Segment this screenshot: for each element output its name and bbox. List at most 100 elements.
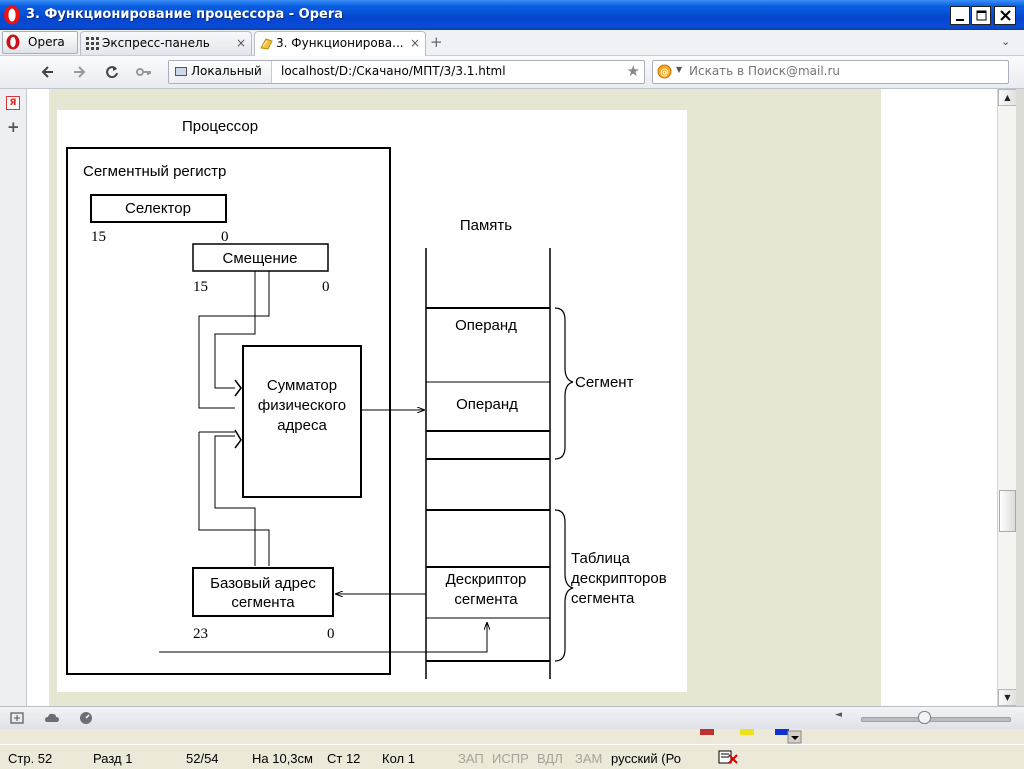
word-toolbar-icons bbox=[0, 729, 1024, 744]
base-address-box bbox=[192, 567, 334, 617]
offset-path-inner bbox=[198, 271, 270, 409]
offset-path-outer bbox=[214, 271, 256, 389]
grid-icon bbox=[86, 37, 99, 50]
adder-label-line-2: физического bbox=[258, 397, 346, 414]
operand-label-1: Операнд bbox=[455, 317, 517, 334]
status-section: Разд 1 bbox=[93, 751, 133, 766]
offset-bit-high: 15 bbox=[193, 279, 208, 295]
maximize-button[interactable] bbox=[971, 6, 991, 25]
close-button[interactable] bbox=[994, 6, 1016, 25]
base-path-inner bbox=[198, 432, 270, 566]
zoom-out-button[interactable]: ◄ bbox=[835, 710, 842, 720]
close-icon bbox=[1000, 10, 1011, 21]
bookmark-star-icon[interactable]: ★ bbox=[626, 62, 640, 80]
search-box[interactable]: @ ▼ bbox=[652, 60, 1009, 84]
forward-button[interactable] bbox=[69, 62, 89, 82]
scroll-up-button[interactable]: ▲ bbox=[998, 89, 1017, 106]
memory-label: Память bbox=[460, 217, 512, 234]
minimize-icon bbox=[956, 19, 964, 21]
selector-box bbox=[90, 194, 227, 223]
page-viewport: Процессор Сегментный регистр Селектор 15… bbox=[27, 89, 997, 706]
table-label-line-3: сегмента bbox=[571, 590, 635, 607]
reload-icon bbox=[106, 66, 118, 79]
selector-bit-high: 15 bbox=[91, 229, 106, 245]
minimize-button[interactable] bbox=[950, 6, 970, 25]
status-language[interactable]: русский (Ро bbox=[611, 751, 681, 766]
url-text[interactable]: localhost/D:/Скачано/МПТ/3/3.1.html bbox=[281, 64, 506, 78]
status-ovr[interactable]: ЗАМ bbox=[575, 751, 603, 766]
security-badge[interactable]: Локальный bbox=[169, 61, 272, 83]
status-rec[interactable]: ЗАП bbox=[458, 751, 484, 766]
add-panel-button[interactable]: + bbox=[7, 118, 20, 136]
selector-to-descriptor-arrow bbox=[159, 622, 487, 653]
scroll-thumb[interactable] bbox=[999, 490, 1016, 532]
word-status-bar: Стр. 52 Разд 1 52/54 На 10,3см Ст 12 Кол… bbox=[0, 744, 1024, 769]
base-bit-low: 0 bbox=[327, 626, 335, 642]
status-position: На 10,3см bbox=[252, 751, 313, 766]
forward-arrow-icon bbox=[74, 66, 86, 78]
status-trk[interactable]: ИСПР bbox=[492, 751, 529, 766]
opera-menu-icon bbox=[6, 34, 20, 50]
opera-menu-button[interactable]: Opera bbox=[2, 31, 78, 54]
base-label-line-1: Базовый адрес bbox=[210, 575, 316, 592]
back-arrow-icon bbox=[41, 66, 53, 78]
segment-register-label: Сегментный регистр bbox=[83, 163, 226, 180]
adder-label-line-3: адреса bbox=[277, 417, 327, 434]
zoom-slider-thumb[interactable] bbox=[918, 711, 931, 724]
segment-label: Сегмент bbox=[575, 374, 634, 391]
status-ext[interactable]: ВДЛ bbox=[537, 751, 563, 766]
segment-brace bbox=[554, 307, 574, 460]
back-button[interactable] bbox=[38, 62, 58, 82]
page-icon bbox=[260, 38, 273, 50]
maximize-icon bbox=[976, 10, 987, 21]
reload-button[interactable] bbox=[102, 62, 122, 82]
search-engine-icon: @ bbox=[657, 64, 672, 79]
base-bit-high: 23 bbox=[193, 626, 208, 642]
monitor-icon bbox=[175, 67, 187, 76]
status-pages: 52/54 bbox=[186, 751, 219, 766]
tab-express-panel[interactable]: Экспресс-панель × bbox=[80, 31, 252, 55]
table-label-line-2: дескрипторов bbox=[571, 570, 667, 587]
tab-close-button[interactable]: × bbox=[409, 36, 420, 50]
tab-label: Экспресс-панель bbox=[102, 36, 210, 50]
descriptor-label-line-1: Дескриптор bbox=[446, 571, 527, 588]
opera-logo-icon bbox=[4, 5, 20, 25]
base-label-line-2: сегмента bbox=[231, 594, 295, 611]
window-edge bbox=[1016, 89, 1024, 706]
title-bar: 3. Функционирование процессора - Opera bbox=[0, 0, 1024, 30]
add-tab-button[interactable]: + bbox=[430, 33, 443, 51]
offset-box bbox=[192, 243, 329, 272]
tab-close-button[interactable]: × bbox=[235, 36, 246, 50]
search-engine-dropdown-icon[interactable]: ▼ bbox=[676, 65, 683, 74]
segment-addressing-diagram: Процессор Сегментный регистр Селектор 15… bbox=[66, 118, 667, 679]
search-input[interactable] bbox=[689, 63, 989, 79]
tab-active-page[interactable]: 3. Функционирова... × bbox=[254, 31, 426, 56]
table-brace bbox=[554, 509, 574, 662]
selector-bit-low: 0 bbox=[221, 229, 229, 245]
scroll-down-button[interactable]: ▼ bbox=[998, 689, 1017, 706]
processor-label: Процессор bbox=[182, 118, 258, 135]
security-label: Локальный bbox=[191, 64, 262, 78]
key-button[interactable] bbox=[134, 62, 154, 82]
adder-input-chevron-1 bbox=[234, 379, 242, 397]
yandex-icon[interactable]: Я bbox=[6, 96, 20, 110]
descriptor-label-line-2: сегмента bbox=[454, 591, 518, 608]
operand-label-2: Операнд bbox=[456, 396, 518, 413]
selector-label: Селектор bbox=[125, 200, 191, 217]
processor-box bbox=[66, 147, 391, 675]
turbo-cloud-icon[interactable] bbox=[44, 710, 60, 726]
tab-bar: Opera Экспресс-панель × 3. Функционирова… bbox=[0, 30, 1024, 56]
tab-menu-chevron-icon[interactable]: ⌄ bbox=[1001, 35, 1011, 48]
opera-menu-label: Opera bbox=[28, 35, 65, 49]
base-path-outer bbox=[214, 435, 256, 566]
adder-input-chevron-2 bbox=[234, 429, 242, 449]
address-bar[interactable]: Локальный localhost/D:/Скачано/МПТ/3/3.1… bbox=[168, 60, 645, 84]
status-line: Ст 12 bbox=[327, 751, 361, 766]
speed-gauge-icon[interactable] bbox=[78, 710, 94, 726]
panel-toggle-icon[interactable] bbox=[9, 710, 25, 726]
zoom-slider-track[interactable] bbox=[861, 717, 1011, 722]
vertical-scrollbar[interactable]: ▲ ▼ bbox=[997, 89, 1017, 706]
svg-text:@: @ bbox=[660, 68, 669, 78]
spelling-book-icon[interactable] bbox=[717, 749, 739, 765]
diagram-figure: Процессор Сегментный регистр Селектор 15… bbox=[57, 110, 687, 692]
